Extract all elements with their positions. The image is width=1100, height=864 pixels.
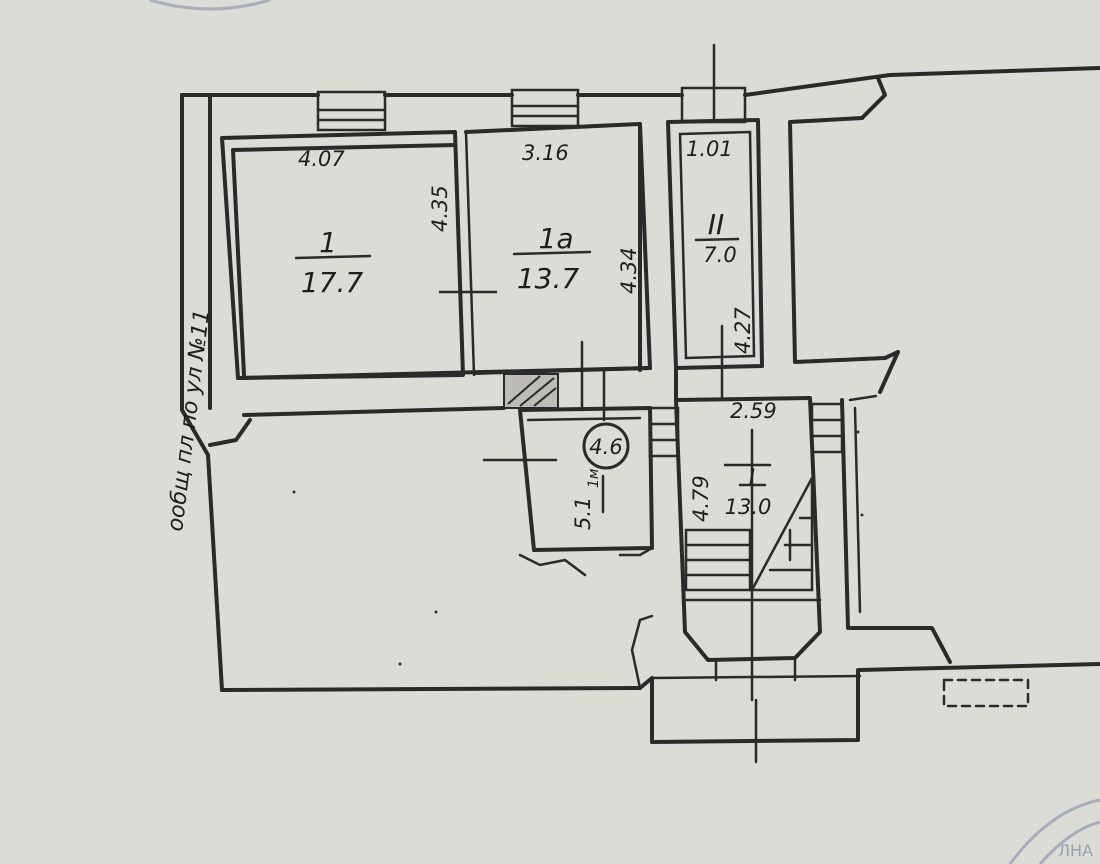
room1m-area: 5.1 <box>571 497 595 530</box>
room2-length: 4.27 <box>731 307 755 354</box>
room1-area: 17.7 <box>301 266 364 299</box>
room-right <box>788 76 900 394</box>
room-2 <box>666 118 764 400</box>
room2-number: II <box>708 208 725 241</box>
entrance <box>630 614 862 764</box>
room1a-label: 1а 13.7 <box>512 222 592 295</box>
room2-label: II 7.0 <box>694 208 740 267</box>
room2-width: 1.01 <box>686 137 733 161</box>
partition-1-1a <box>438 130 498 377</box>
room1a-width: 3.16 <box>522 141 569 165</box>
room1a-area: 13.7 <box>517 262 580 295</box>
stamp-bottom-right: ЛНА <box>1008 798 1100 864</box>
stair-window-left <box>648 406 680 458</box>
window-top-middle <box>510 88 580 128</box>
room1m-number: 1м <box>586 468 602 488</box>
stair-width: 2.59 <box>730 399 777 423</box>
lower-right-walls <box>840 394 1030 708</box>
stair-number: I <box>749 465 755 489</box>
circle-tag-text: 4.6 <box>589 435 622 459</box>
stamp-top <box>149 0 271 11</box>
room1m-label: 1м 5.1 <box>571 468 605 530</box>
scattered-marks <box>292 430 864 666</box>
room1a-number: 1а <box>539 222 574 255</box>
outer-walls <box>180 66 1100 692</box>
window-top-left <box>316 90 387 132</box>
room1-number: 1 <box>319 226 337 259</box>
hatched-wall <box>503 373 559 409</box>
stair-area: 13.0 <box>725 495 772 519</box>
room1-label: 1 17.7 <box>294 226 372 299</box>
room1a-height: 4.34 <box>617 247 641 294</box>
staircase-room <box>674 396 822 702</box>
circle-tag: 4.6 <box>582 422 630 470</box>
room2-area: 7.0 <box>703 243 736 267</box>
room1-height: 4.35 <box>428 185 452 232</box>
room1-width: 4.07 <box>298 147 345 171</box>
stamp-text: ЛНА <box>1058 841 1093 860</box>
stair-length: 4.79 <box>689 475 713 522</box>
room-1m <box>482 340 654 577</box>
stair-label: I 13.0 <box>725 465 772 519</box>
